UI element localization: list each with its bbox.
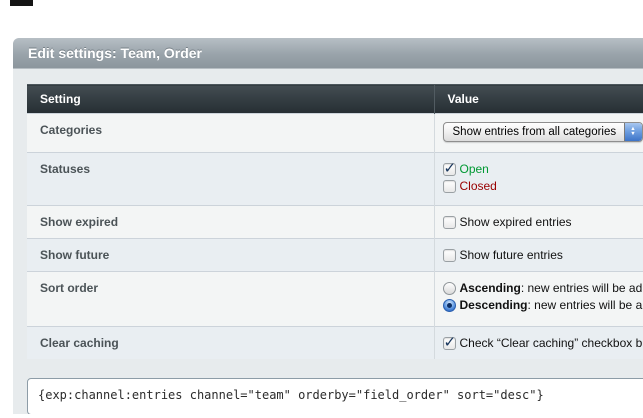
sort-ascending-label: Ascending	[459, 281, 521, 295]
categories-select-value: Show entries from all categories	[452, 126, 617, 138]
template-code-box[interactable]: {exp:channel:entries channel="team" orde…	[27, 378, 643, 414]
template-code-text: {exp:channel:entries channel="team" orde…	[38, 388, 544, 402]
table-row-categories: Categories Show entries from all categor…	[27, 113, 643, 153]
show-future-label: Show future entries	[459, 248, 563, 262]
clear-caching-label: Check “Clear caching” checkbox b	[459, 336, 643, 350]
sort-descending-desc: : new entries will be a	[527, 298, 643, 312]
stepper-up-arrow-icon: ▲	[630, 126, 636, 132]
sort-descending-radio[interactable]	[442, 298, 456, 312]
stepper-down-arrow-icon: ▼	[630, 131, 636, 137]
status-closed-label: Closed	[459, 179, 497, 193]
sort-ascending-desc: : new entries will be ad	[520, 281, 643, 295]
show-expired-checkbox[interactable]	[442, 215, 456, 229]
clear-caching-checkbox[interactable]	[442, 333, 456, 351]
setting-label-show-expired: Show expired	[40, 215, 119, 229]
status-open-label: Open	[459, 162, 489, 176]
table-row-clear-caching: Clear caching Check “Clear caching” chec…	[27, 326, 643, 359]
table-row-sort-order: Sort order Ascending: new entries will b…	[27, 271, 643, 327]
edit-settings-panel: Edit settings: Team, Order Setting Value…	[13, 38, 643, 414]
setting-label-statuses: Statuses	[40, 162, 91, 176]
page-title: Edit settings: Team, Order	[28, 45, 202, 61]
table-row-statuses: Statuses Open Closed	[27, 152, 643, 206]
panel-body: Setting Value Categories Show entries fr…	[13, 69, 643, 414]
column-header-value: Value	[433, 84, 643, 114]
status-open-checkbox[interactable]	[442, 159, 456, 177]
sort-ascending-radio[interactable]	[442, 281, 456, 295]
setting-label-clear-caching: Clear caching	[40, 336, 119, 350]
sort-descending-label: Descending	[459, 298, 528, 312]
table-row-show-expired: Show expired Show expired entries	[27, 205, 643, 239]
table-header-row: Setting Value	[27, 84, 643, 114]
setting-label-sort-order: Sort order	[40, 281, 99, 295]
column-header-setting: Setting	[27, 84, 434, 114]
show-expired-label: Show expired entries	[459, 215, 572, 229]
setting-label-show-future: Show future	[40, 248, 110, 262]
show-future-checkbox[interactable]	[442, 248, 456, 262]
status-closed-checkbox[interactable]	[442, 179, 456, 193]
panel-title-bar: Edit settings: Team, Order	[13, 38, 643, 69]
setting-label-categories: Categories	[40, 123, 103, 137]
select-stepper-icon: ▲ ▼	[623, 123, 642, 141]
table-row-show-future: Show future Show future entries	[27, 238, 643, 272]
window-chrome-fragment	[10, 0, 33, 6]
settings-table: Setting Value Categories Show entries fr…	[27, 84, 643, 359]
categories-select[interactable]: Show entries from all categories ▲ ▼	[442, 122, 643, 142]
